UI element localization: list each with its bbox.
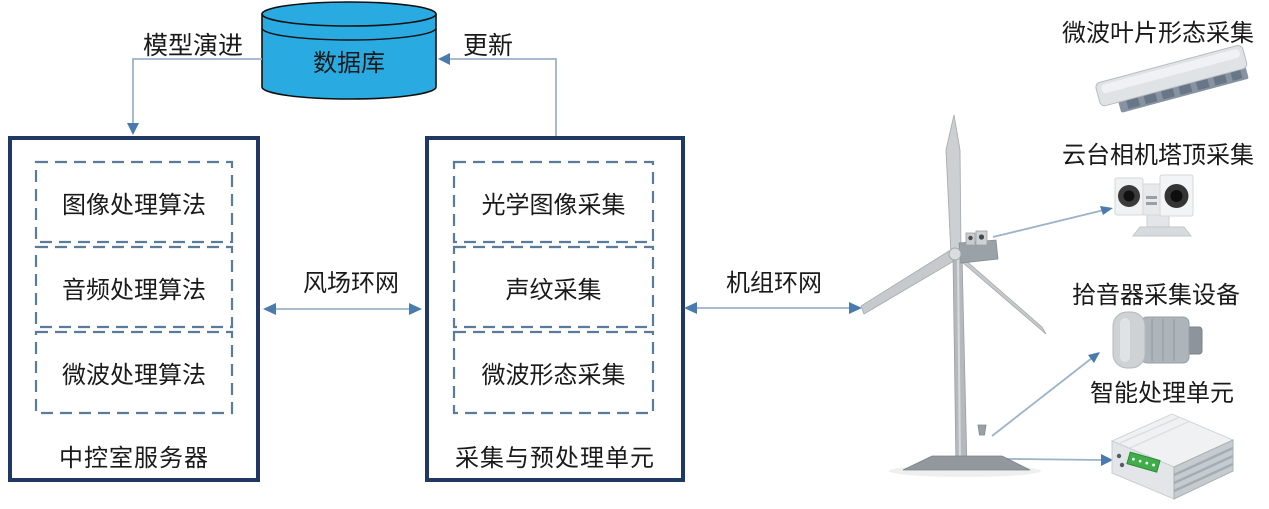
turbine-blade-up <box>945 114 962 255</box>
turbine-hub <box>948 247 962 261</box>
wind-turbine <box>860 114 1047 477</box>
ptz-camera-device <box>1114 174 1194 237</box>
connector-lines <box>132 58 1105 461</box>
microwave-bar-device <box>1095 44 1249 113</box>
edge-label-update: 更新 <box>463 32 514 60</box>
server-box-title: 中控室服务器 <box>59 444 209 472</box>
acq-module-3-border <box>452 330 655 415</box>
dashed-module-borders <box>34 160 655 415</box>
server-module-3-border <box>34 330 234 415</box>
acquisition-box-border <box>425 136 685 482</box>
turbine-blade-right <box>955 251 1047 335</box>
turbine-blade-left <box>860 250 955 315</box>
update-arrowhead <box>438 53 450 65</box>
pickup-device <box>1112 311 1203 369</box>
tower-pickup-sensor <box>977 424 987 436</box>
unit-ring-left-arrowhead <box>684 302 697 314</box>
unit-ring-right-arrowhead <box>849 302 862 314</box>
processing-unit-device <box>1110 413 1235 500</box>
device-label-processing-unit: 智能处理单元 <box>1090 379 1234 407</box>
model-evolution-line <box>132 58 262 128</box>
database-label: 数据库 <box>313 49 385 77</box>
acquisition-box-title: 采集与预处理单元 <box>455 444 655 472</box>
acq-module-optical-image: 光学图像采集 <box>481 191 626 219</box>
unit-arrowhead <box>1101 454 1113 466</box>
pickup-arrowhead <box>1088 352 1100 363</box>
server-module-microwave-processing: 微波处理算法 <box>62 362 206 389</box>
turbine-base <box>902 455 1031 471</box>
wind-farm-left-arrowhead <box>263 303 276 315</box>
nacelle-camera <box>965 230 988 246</box>
update-line <box>443 58 557 136</box>
database-cylinder <box>261 1 437 100</box>
device-label-ptz-camera: 云台相机塔顶采集 <box>1062 141 1254 169</box>
edge-label-unit-ring: 机组环网 <box>726 269 822 297</box>
wind-farm-right-arrowhead <box>409 303 422 315</box>
pickup-arrow-line <box>991 357 1093 437</box>
camera-arrowhead <box>1100 206 1113 215</box>
green-terminal-block <box>1126 451 1161 473</box>
server-box-border <box>8 136 260 482</box>
acq-module-voiceprint: 声纹采集 <box>505 276 602 304</box>
model-evolution-arrowhead <box>127 123 139 135</box>
camera-arrow-line <box>992 209 1105 238</box>
server-module-2-border <box>34 245 234 329</box>
device-label-pickup: 拾音器采集设备 <box>1072 281 1240 309</box>
acq-module-2-border <box>452 245 655 329</box>
server-module-1-border <box>34 160 234 244</box>
acq-module-1-border <box>452 160 655 244</box>
server-module-audio-processing: 音频处理算法 <box>62 276 206 304</box>
arrow-heads <box>127 53 1113 466</box>
edge-label-wind-farm-ring: 风场环网 <box>303 269 399 297</box>
acq-module-microwave-form: 微波形态采集 <box>481 362 626 389</box>
tower-highlight <box>957 255 961 469</box>
edge-label-model-evolution: 模型演进 <box>143 32 244 60</box>
device-label-microwave-blade: 微波叶片形态采集 <box>1062 19 1254 47</box>
server-module-image-processing: 图像处理算法 <box>62 191 206 219</box>
